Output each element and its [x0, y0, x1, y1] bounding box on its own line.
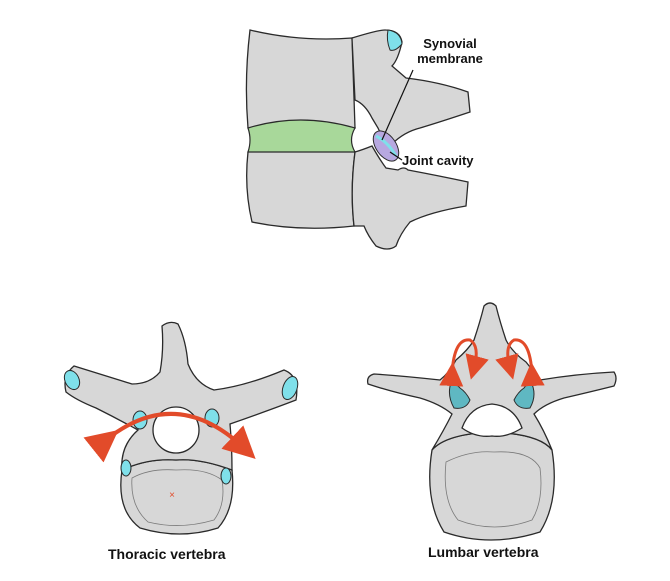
thoracic-right-process-facet [281, 375, 299, 401]
lumbar-vertebra [366, 302, 617, 541]
thoracic-vertebral-body [120, 459, 234, 535]
synovial-label-line1: Synovial [423, 36, 477, 51]
lumbar-left-motion-arrow [439, 338, 489, 387]
thoracic-vertebra: × [63, 321, 299, 535]
lumbar-right-articular-facet [513, 379, 535, 409]
thoracic-left-process-facet [63, 369, 81, 391]
thoracic-body-left-facet [120, 459, 132, 477]
lateral-vertebrae-view [245, 29, 471, 250]
rotation-axis-marker: × [169, 490, 175, 501]
lumbar-vertebral-foramen [461, 403, 523, 437]
articular-cartilage-lateral [375, 134, 398, 157]
lower-vertebral-body [246, 151, 356, 229]
synovial-membrane-label: Synovial membrane [412, 36, 488, 66]
upper-vertebral-body [245, 29, 356, 129]
thoracic-rotation-arrow [83, 411, 256, 463]
lumbar-left-articular-facet [448, 379, 471, 409]
joint-cavity-leader-line [389, 151, 403, 161]
lumbar-vertebra-caption: Lumbar vertebra [428, 544, 539, 560]
joint-cavity-label: Joint cavity [402, 153, 474, 168]
synovial-label-line2: membrane [417, 51, 483, 66]
lumbar-arch-processes [366, 302, 617, 451]
lumbar-right-motion-arrow [495, 338, 545, 387]
lumbar-vertebral-body [429, 431, 555, 541]
synovial-leader-line [381, 69, 414, 141]
lumbar-body-texture [444, 451, 542, 528]
thoracic-vertebra-caption: Thoracic vertebra [108, 546, 226, 562]
lower-vertebra-processes [351, 145, 469, 250]
thoracic-body-texture [131, 469, 224, 526]
upper-facet-cartilage [386, 29, 403, 51]
thoracic-body-right-facet [220, 467, 232, 485]
